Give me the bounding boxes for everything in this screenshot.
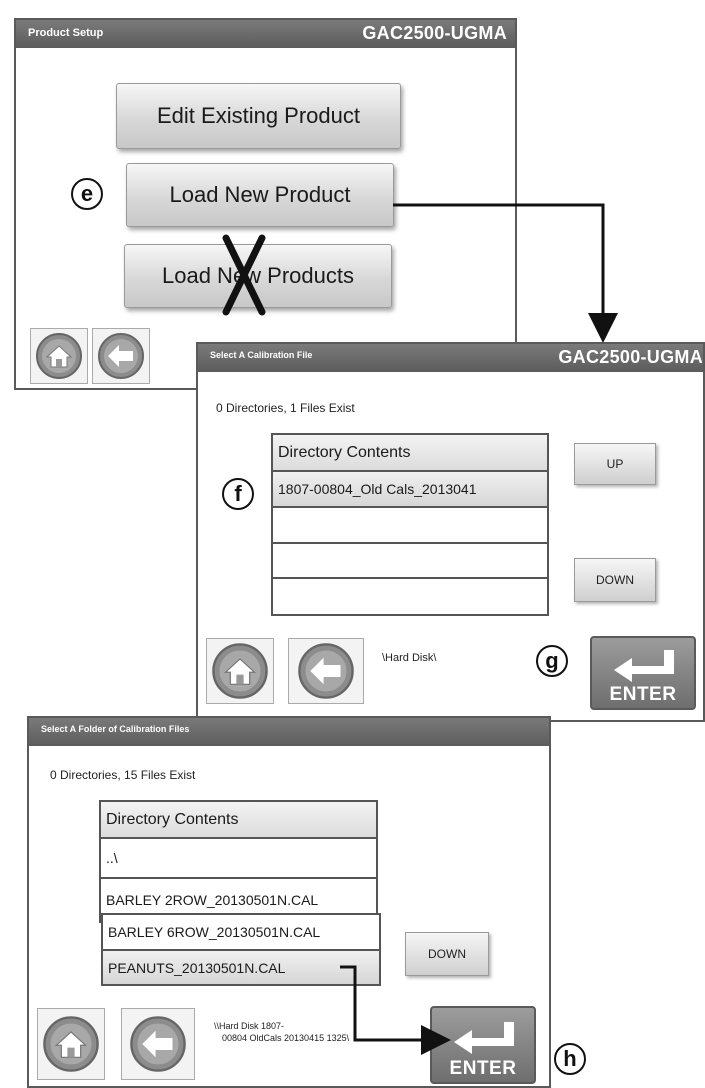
back-arrow-icon [98, 333, 144, 379]
device-model: GAC2500-UGMA [362, 23, 507, 43]
screen-title: Select A Calibration File [210, 350, 313, 360]
callout-f: f [222, 478, 254, 510]
up-button[interactable]: UP [574, 443, 656, 485]
current-path-line-2: 00804 OldCals 20130415 1325\ [222, 1033, 350, 1043]
home-button[interactable] [206, 638, 274, 704]
table-header: Directory Contents [101, 802, 376, 839]
load-new-products-button[interactable]: Load New Products [124, 244, 392, 308]
table-row[interactable]: BARLEY 2ROW_20130501N.CAL [106, 892, 319, 908]
screen-title: Product Setup [28, 27, 104, 39]
back-arrow-icon [298, 643, 354, 699]
back-button[interactable] [288, 638, 364, 704]
table-header: Directory Contents [273, 435, 547, 472]
down-button[interactable]: DOWN [405, 932, 489, 976]
table-row[interactable]: 1807-00804_Old Cals_2013041 [273, 472, 547, 508]
home-button[interactable] [37, 1008, 105, 1080]
home-button[interactable] [30, 328, 88, 384]
select-calibration-file-screen: Select A Calibration File GAC2500-UGMA 0… [196, 342, 705, 722]
current-path-line-1: \\Hard Disk 1807- [214, 1021, 285, 1031]
file-count-info: 0 Directories, 15 Files Exist [50, 768, 196, 782]
table-row[interactable]: ..\ [101, 839, 376, 879]
select-folder-calibration-files-screen: Select A Folder of Calibration Files 0 D… [27, 716, 551, 1088]
callout-g: g [536, 645, 568, 677]
screen-title: Select A Folder of Calibration Files [41, 724, 190, 734]
enter-button[interactable]: ENTER [430, 1006, 536, 1084]
callout-e: e [71, 178, 103, 210]
title-bar: Select A Calibration File GAC2500-UGMA [198, 344, 703, 372]
back-button[interactable] [121, 1008, 195, 1080]
enter-label: ENTER [449, 1058, 517, 1079]
directory-contents-table: Directory Contents ..\ BARLEY 2ROW_20130… [99, 800, 378, 923]
table-row[interactable] [273, 579, 547, 614]
home-icon [212, 643, 268, 699]
current-path: \Hard Disk\ [382, 652, 437, 664]
back-button[interactable] [92, 328, 150, 384]
callout-h: h [554, 1043, 586, 1075]
device-model: GAC2500-UGMA [558, 347, 703, 367]
back-arrow-icon [130, 1016, 186, 1072]
directory-contents-table: Directory Contents 1807-00804_Old Cals_2… [271, 433, 549, 616]
home-icon [36, 333, 82, 379]
enter-button[interactable]: ENTER [590, 636, 696, 710]
down-button[interactable]: DOWN [574, 558, 656, 602]
edit-existing-product-button[interactable]: Edit Existing Product [116, 83, 401, 149]
load-new-product-button[interactable]: Load New Product [126, 163, 394, 227]
file-count-info: 0 Directories, 1 Files Exist [216, 401, 355, 415]
home-icon [43, 1016, 99, 1072]
table-row[interactable] [273, 508, 547, 544]
table-row[interactable]: PEANUTS_20130501N.CAL [103, 951, 379, 984]
title-bar: Product Setup GAC2500-UGMA [16, 20, 515, 48]
enter-label: ENTER [609, 684, 677, 705]
table-row[interactable]: BARLEY 6ROW_20130501N.CAL [103, 915, 379, 951]
enter-arrow-icon [454, 1022, 514, 1054]
directory-contents-table-scrolled: BARLEY 6ROW_20130501N.CAL PEANUTS_201305… [101, 913, 381, 986]
table-row[interactable] [273, 544, 547, 579]
title-bar: Select A Folder of Calibration Files [29, 718, 549, 746]
enter-arrow-icon [614, 650, 674, 682]
